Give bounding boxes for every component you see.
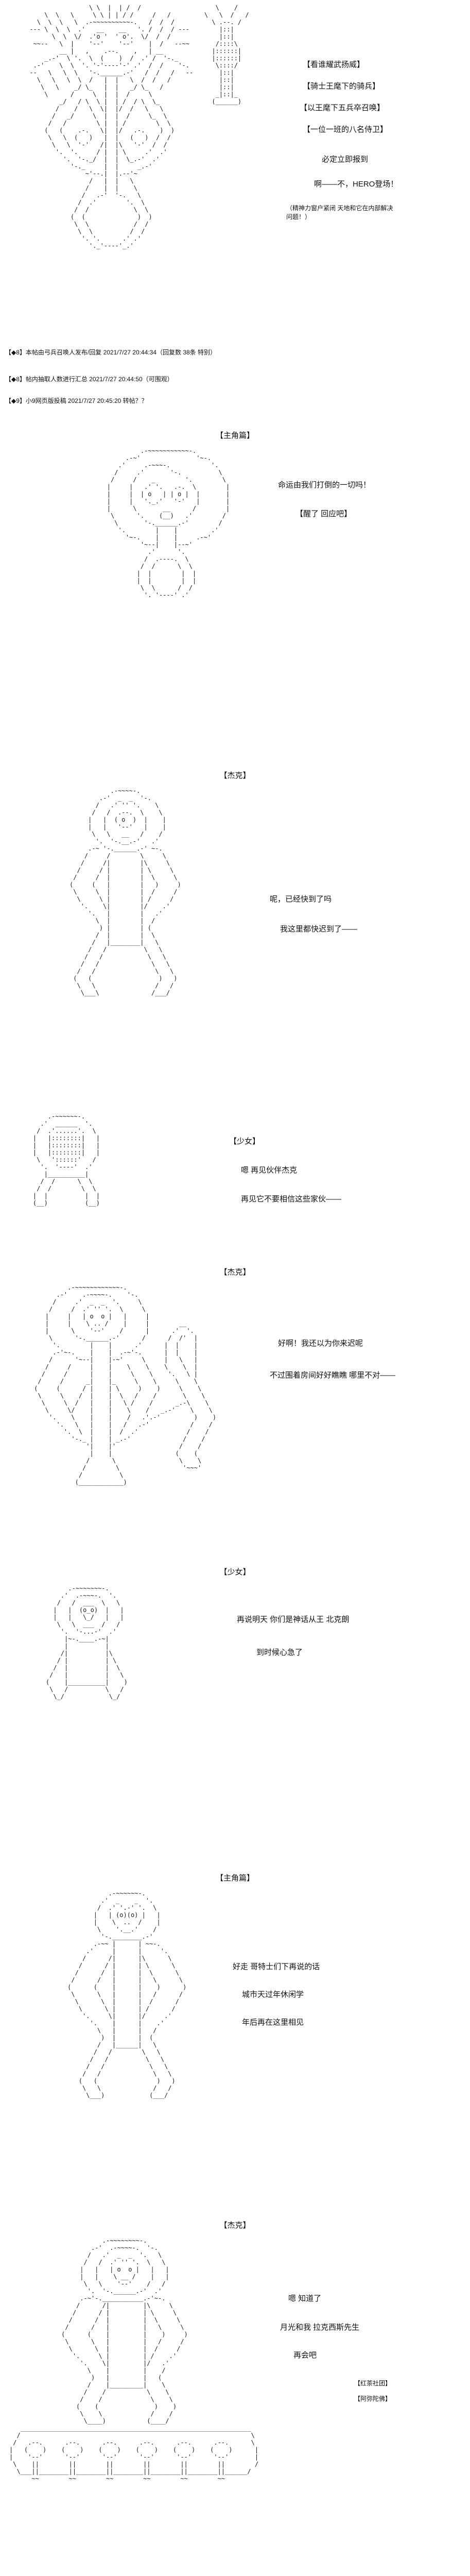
dialogue-line: 【一位一班的八名侍卫】 — [303, 125, 388, 134]
dialogue-line: 再说明天 你们是神话从王 北克朗 — [237, 1615, 350, 1624]
post-meta-line: 【◆8】帖内抽取人数进行汇总 2021/7/27 20:44:50（可围观） — [5, 376, 173, 383]
dialogue-line: 不过围着房间好好瞧瞧 哪里不对—— — [270, 1371, 396, 1380]
character-name-tag: 【主角篇】 — [215, 431, 254, 440]
dialogue-line: 呢，已经快到了吗 — [270, 895, 332, 904]
post-meta-line: 【◆9】小9网页版投稿 2021/7/27 20:45:20 转帖？？ — [5, 397, 148, 404]
aa-art-scene-3: .-~~~~~~-. .' ______ '. / .'......'. \ |… — [32, 1113, 100, 1207]
dialogue-line: 必定立即报到 — [322, 155, 369, 164]
dialogue-line: 【骑士王麾下的骑兵】 — [303, 82, 380, 91]
dialogue-line: 【以王麾下五兵卒召唤】 — [300, 104, 385, 112]
dialogue-line: 嗯 再见伙伴杰克 — [241, 1166, 298, 1175]
character-name-tag: 【主角篇】 — [215, 1874, 254, 1883]
character-name-tag: 【少女】 — [229, 1137, 260, 1146]
aa-art-scene-4: .-~~~~~~~~~~~~-. .-' .-~~~~-. '-. / .' _… — [34, 1284, 217, 1486]
dialogue-line: 月光和我 拉克西斯先生 — [280, 2323, 360, 2332]
character-name-tag: 【杰克】 — [219, 771, 251, 780]
dialogue-line: 命运由我们打倒的一切吗！ — [278, 481, 371, 489]
aa-art-opening: \ \ | | / / \ / \ \ \ \ \ | | / / / / \ … — [29, 4, 249, 249]
dialogue-line: 再见它不要相信这些家伙—— — [241, 1195, 342, 1204]
dialogue-line: 年后再在这里相见 — [242, 2018, 304, 2027]
dialogue-line: 城市天过年休闲学 — [242, 1990, 304, 1999]
aa-art-scene-5: .-~~~~~~~-. .' .-~~~-. '. / / ___ \ \ | … — [45, 1585, 128, 1700]
character-name-tag: 【杰克】 — [219, 2221, 251, 2230]
dialogue-line: 我这里都快迟到了—— — [280, 925, 358, 934]
aa-art-scene-1: .-~~~~~~~~~~~-. .-~' '~-. .' .-~~~-. '. … — [107, 447, 230, 599]
dialogue-line: 啊——不，HERO登场！ — [314, 180, 398, 189]
dialogue-line: 【红茶社团】 — [354, 2380, 392, 2387]
character-name-tag: 【少女】 — [219, 1568, 251, 1577]
dialogue-line: 【醒了 回应吧】 — [295, 510, 352, 518]
character-name-tag: 【杰克】 — [219, 1268, 251, 1277]
dialogue-line: 【阿弥陀佛】 — [354, 2395, 392, 2402]
dialogue-line: 【看谁耀武扬威】 — [303, 60, 365, 69]
aa-art-scene-6: .-~~~~~~-. .' _ _ '. / .' '.-' '. \ | | … — [67, 1890, 187, 2099]
dialogue-line: 到时候心急了 — [256, 1648, 303, 1657]
dialogue-line: 好走 哥特士们下再说的话 — [233, 1962, 320, 1971]
dialogue-line: 嗯 知道了 — [288, 2294, 322, 2303]
aa-art-scene-2: .-~~~~-. .-' _ _ '-. / .' '' '. \ / / .-… — [69, 787, 181, 996]
dialogue-line: 好啊！我还以为你来迟呢 — [278, 1339, 363, 1348]
dialogue-line: （精神力窗户紧闭 天地和它在内部解决问题！） — [286, 205, 393, 221]
dialogue-line: 再会吧 — [293, 2351, 317, 2360]
aa-art-scene-7: .-~~~~~~~~-. .-' .-~~~~-. '-. / .' _ _ '… — [9, 2237, 259, 2482]
post-meta-line: 【◆8】本帖由弓兵召唤人发布/回复 2021/7/27 20:44:34（回复数… — [5, 349, 217, 356]
